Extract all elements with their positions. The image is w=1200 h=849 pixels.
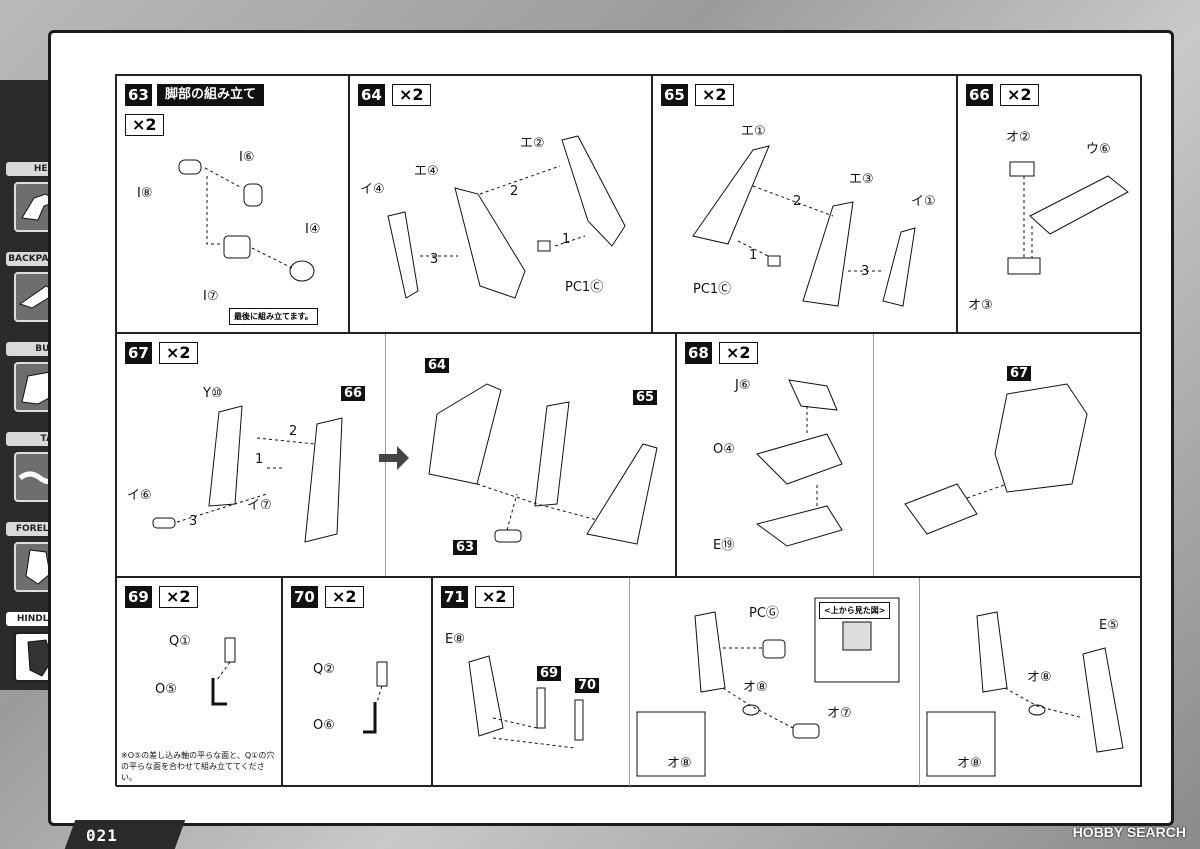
quantity-label: ×2 (325, 586, 364, 608)
part-label: エ② (520, 136, 545, 151)
step-66-diagram (1007, 161, 1129, 275)
step-65-diagram (692, 145, 916, 307)
step-63: 63 脚部の組み立て ×2 I⑥ I⑧ I④ I⑦ 最後に組み立てます。 (116, 75, 349, 333)
part-label: ウ⑥ (1086, 142, 1111, 157)
part-label: オ⑧ (1027, 670, 1052, 685)
part-label: E⑤ (1099, 618, 1119, 633)
step-marker: 1 (749, 248, 758, 263)
quantity-label: ×2 (719, 342, 758, 364)
step-marker: 2 (289, 424, 298, 439)
step-70: 70 ×2 Q② O⑥ (282, 577, 432, 787)
step-67: 67 ×2 Y⑩ 66 イ⑥ イ⑦ 64 65 63 1 2 3 (116, 333, 676, 577)
part-label: エ③ (849, 172, 874, 187)
step-69-diagram (211, 637, 236, 706)
step-64-diagram (387, 135, 626, 299)
step-number: 71 (441, 586, 468, 608)
part-label: E⑲ (713, 538, 735, 553)
step-marker: 1 (255, 452, 264, 467)
step-reference: 70 (575, 678, 600, 693)
steps-grid: 63 脚部の組み立て ×2 I⑥ I⑧ I④ I⑦ 最後に組み立てます。 64 … (115, 74, 1142, 787)
assembly-note: 最後に組み立てます。 (229, 308, 318, 325)
part-label: オ⑧ (667, 756, 692, 771)
part-label: エ① (741, 124, 766, 139)
assembly-note: ※O⑤の差し込み軸の平らな面と、Q①の穴の平らな面を合わせて組み立ててください。 (121, 751, 275, 782)
step-68: 68 ×2 J⑥ O④ E⑲ 67 (676, 333, 1142, 577)
part-label: I⑧ (137, 186, 153, 201)
part-label: オ② (1006, 130, 1031, 145)
part-label: E⑧ (445, 632, 465, 647)
part-label: オ⑦ (827, 706, 852, 721)
step-66: 66 ×2 オ② ウ⑥ オ③ (957, 75, 1142, 333)
part-label: I④ (305, 222, 321, 237)
part-label: O④ (713, 442, 735, 457)
quantity-label: ×2 (1000, 84, 1039, 106)
step-reference: 64 (425, 358, 450, 373)
step-number: 63 (125, 84, 152, 106)
quantity-label: ×2 (695, 84, 734, 106)
part-label: エ④ (414, 164, 439, 179)
part-label: イ④ (360, 182, 385, 197)
quantity-label: ×2 (159, 342, 198, 364)
step-number: 70 (291, 586, 318, 608)
part-label: PCⒼ (749, 606, 779, 621)
part-label: PC1Ⓒ (565, 280, 604, 295)
step-reference: 65 (633, 390, 658, 405)
part-label: イ⑥ (127, 488, 152, 503)
panel-divider (919, 578, 920, 786)
part-label: オ⑧ (743, 680, 768, 695)
step-68-diagram (755, 379, 1088, 547)
quantity-label: ×2 (159, 586, 198, 608)
step-71: 71 ×2 E⑧ 69 70 PCⒼ オ⑧ オ⑦ オ⑧ (432, 577, 1142, 787)
part-label: I⑥ (239, 150, 255, 165)
step-number: 65 (661, 84, 688, 106)
part-label: イ① (911, 194, 936, 209)
page-number-background (64, 820, 186, 849)
step-marker: 3 (430, 252, 439, 267)
step-number: 67 (125, 342, 152, 364)
watermark: HOBBY SEARCH (1072, 824, 1186, 840)
part-label: オ⑧ (957, 756, 982, 771)
step-number: 68 (685, 342, 712, 364)
part-label: PC1Ⓒ (693, 282, 732, 297)
step-number: 64 (358, 84, 385, 106)
part-label: J⑥ (735, 378, 751, 393)
quantity-label: ×2 (125, 114, 164, 136)
step-65: 65 ×2 エ① エ③ イ① PC1Ⓒ 1 2 3 (652, 75, 957, 333)
step-marker: 3 (861, 264, 870, 279)
part-label: Q① (169, 634, 191, 649)
step-reference: 63 (453, 540, 478, 555)
part-label: イ⑦ (247, 498, 272, 513)
top-view-caption: <上から見た図> (819, 602, 891, 619)
step-reference: 66 (341, 386, 366, 401)
part-label: I⑦ (203, 289, 219, 304)
step-67-diagram (152, 383, 658, 545)
quantity-label: ×2 (475, 586, 514, 608)
step-70-diagram (363, 661, 388, 734)
step-marker: 2 (510, 184, 519, 199)
panel-divider (629, 578, 630, 786)
part-label: Y⑩ (203, 386, 223, 401)
part-label: オ③ (968, 298, 993, 313)
page-number: 021 (86, 826, 118, 845)
part-label: O⑤ (155, 682, 177, 697)
step-title: 脚部の組み立て (157, 84, 265, 106)
part-label: O⑥ (313, 718, 335, 733)
step-marker: 2 (793, 194, 802, 209)
step-69: 69 ×2 Q① O⑤ ※O⑤の差し込み軸の平らな面と、Q①の穴の平らな面を合わ… (116, 577, 282, 787)
step-number: 66 (966, 84, 993, 106)
step-reference: 67 (1007, 366, 1032, 381)
step-reference: 69 (537, 666, 562, 681)
quantity-label: ×2 (392, 84, 431, 106)
part-label: Q② (313, 662, 335, 677)
step-64: 64 ×2 エ② エ④ イ④ PC1Ⓒ 1 2 3 (349, 75, 652, 333)
step-number: 69 (125, 586, 152, 608)
step-marker: 1 (562, 232, 571, 247)
step-marker: 3 (189, 514, 198, 529)
step-63-diagram (178, 159, 315, 282)
panel-divider (873, 334, 874, 576)
